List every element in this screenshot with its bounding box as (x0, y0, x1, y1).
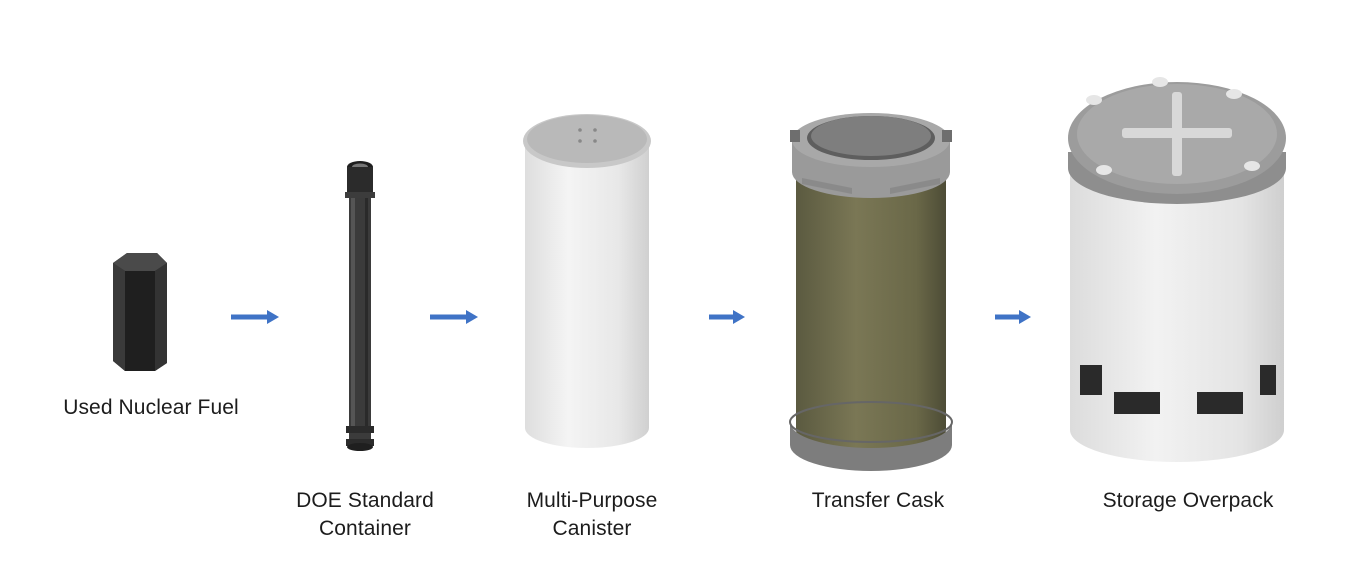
doe-standard-container-image (345, 161, 375, 451)
flow-arrow-4 (995, 310, 1031, 324)
stage-label-transfer-cask: Transfer Cask (811, 489, 945, 512)
stage-label-multi-purpose-canister: Multi-Purpose Canister (526, 489, 658, 540)
stage-label-doe-standard-container: DOE Standard Container (296, 489, 434, 540)
flow-arrow-1 (231, 310, 279, 324)
stage-label-used-nuclear-fuel: Used Nuclear Fuel (63, 396, 239, 419)
transfer-cask-image (789, 113, 953, 471)
multi-purpose-canister-image (523, 114, 651, 448)
used-nuclear-fuel-image (113, 253, 167, 371)
stage-label-storage-overpack: Storage Overpack (1102, 489, 1274, 512)
flow-arrow-3 (709, 310, 745, 324)
storage-overpack-image (1068, 77, 1286, 462)
flow-arrow-2 (430, 310, 478, 324)
